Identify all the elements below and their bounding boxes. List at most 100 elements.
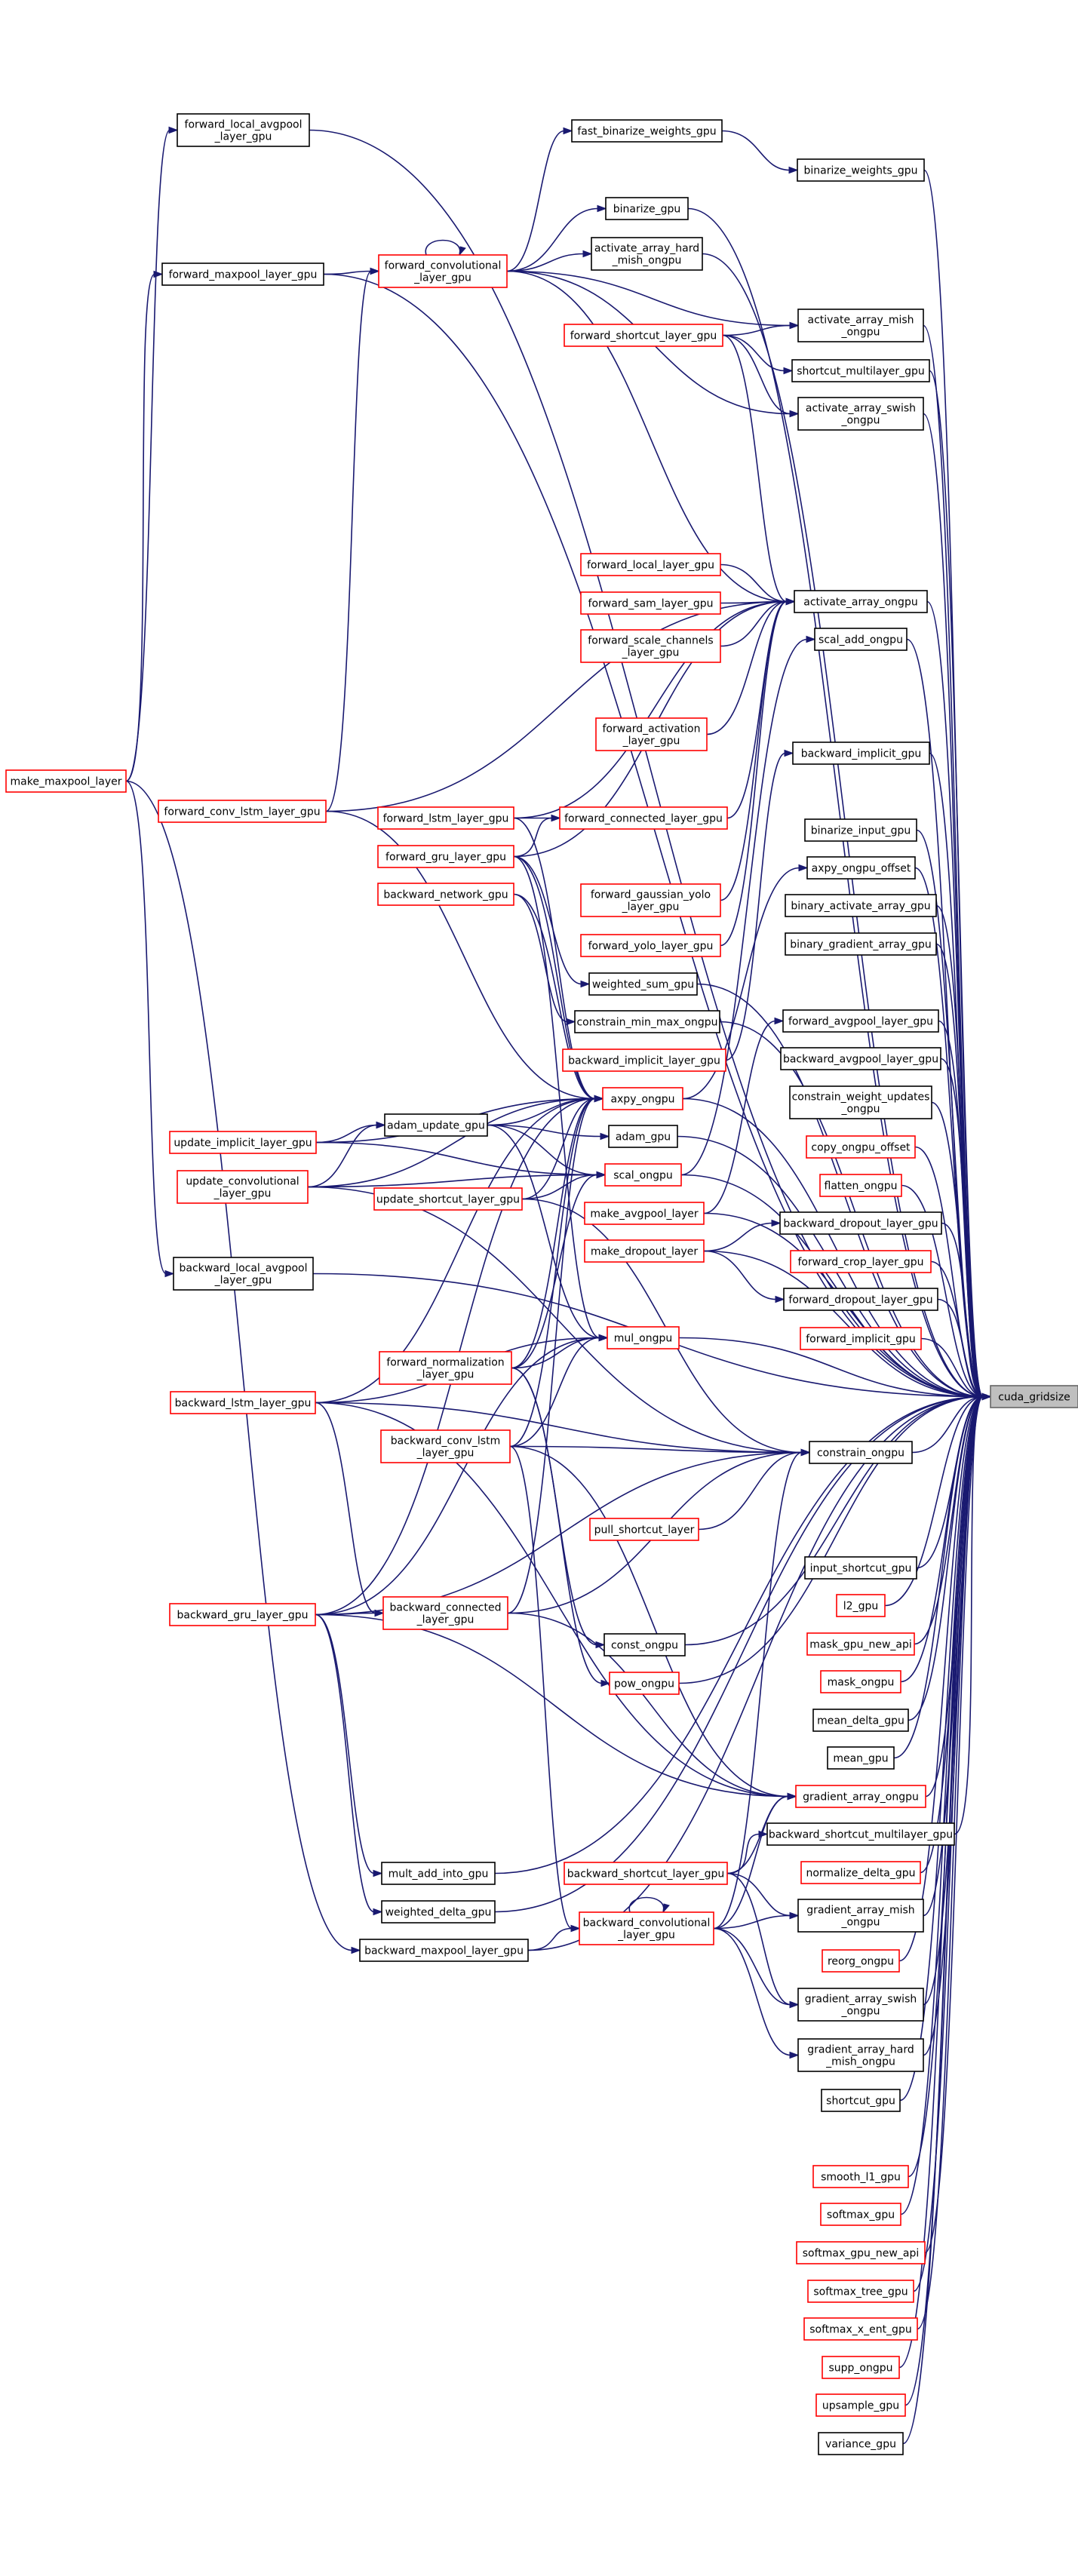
node-box[interactable]: [779, 1211, 942, 1235]
node-update-convolutional-layer-gpu[interactable]: update_convolutional_layer_gpu: [177, 1170, 309, 1204]
node-box[interactable]: [804, 1556, 917, 1580]
node-box[interactable]: [792, 741, 930, 765]
node-make-dropout-layer[interactable]: make_dropout_layer: [584, 1239, 705, 1263]
node-box[interactable]: [797, 1988, 924, 2022]
node-box[interactable]: [822, 2356, 900, 2379]
node-constrain-weight-updates-ongpu[interactable]: constrain_weight_updates_ongpu: [789, 1085, 932, 1119]
node-binary-gradient-array-gpu[interactable]: binary_gradient_array_gpu: [785, 932, 937, 956]
node-adam-gpu[interactable]: adam_gpu: [608, 1125, 678, 1148]
node-box[interactable]: [584, 1202, 705, 1225]
node-box[interactable]: [564, 324, 723, 347]
node-box[interactable]: [580, 934, 721, 957]
node-input-shortcut-gpu[interactable]: input_shortcut_gpu: [804, 1556, 917, 1580]
node-box[interactable]: [580, 553, 721, 576]
node-box[interactable]: [170, 1391, 316, 1414]
node-box[interactable]: [574, 1010, 720, 1033]
node-backward-convolutional-layer-gpu[interactable]: backward_convolutional_layer_gpu: [579, 1911, 714, 1945]
node-mask-ongpu[interactable]: mask_ongpu: [820, 1670, 901, 1693]
node-smooth-l1-gpu[interactable]: smooth_l1_gpu: [812, 2165, 909, 2188]
node-box[interactable]: [818, 2432, 904, 2455]
node-axpy-ongpu[interactable]: axpy_ongpu: [602, 1087, 683, 1110]
node-l2-gpu[interactable]: l2_gpu: [836, 1594, 886, 1617]
node-activate-array-hard-mish-ongpu[interactable]: activate_array_hard_mish_ongpu: [591, 237, 703, 271]
node-constrain-min-max-ongpu[interactable]: constrain_min_max_ongpu: [574, 1010, 720, 1033]
node-box[interactable]: [836, 1594, 886, 1617]
node-box[interactable]: [377, 883, 514, 906]
node-update-shortcut-layer-gpu[interactable]: update_shortcut_layer_gpu: [373, 1187, 523, 1211]
node-box[interactable]: [5, 769, 127, 793]
node-pull-shortcut-layer[interactable]: pull_shortcut_layer: [589, 1518, 699, 1541]
node-forward-sam-layer-gpu[interactable]: forward_sam_layer_gpu: [580, 591, 721, 615]
node-box[interactable]: [177, 113, 310, 147]
node-binarize-weights-gpu[interactable]: binarize_weights_gpu: [797, 158, 925, 182]
node-box[interactable]: [822, 1949, 900, 1973]
node-forward-local-avgpool-layer-gpu[interactable]: forward_local_avgpool_layer_gpu: [177, 113, 310, 147]
node-forward-normalization-layer-gpu[interactable]: forward_normalization_layer_gpu: [379, 1351, 512, 1385]
node-backward-network-gpu[interactable]: backward_network_gpu: [377, 883, 514, 906]
node-box[interactable]: [169, 1131, 317, 1154]
node-box[interactable]: [559, 806, 728, 830]
node-binary-activate-array-gpu[interactable]: binary_activate_array_gpu: [785, 894, 937, 917]
node-mask-gpu-new-api[interactable]: mask_gpu_new_api: [806, 1632, 915, 1656]
node-box[interactable]: [789, 1085, 932, 1119]
node-box[interactable]: [819, 1174, 902, 1197]
node-box[interactable]: [800, 1861, 921, 1884]
node-box[interactable]: [797, 1899, 924, 1933]
node-box[interactable]: [381, 1862, 496, 1885]
node-forward-yolo-layer-gpu[interactable]: forward_yolo_layer_gpu: [580, 934, 721, 957]
node-adam-update-gpu[interactable]: adam_update_gpu: [384, 1113, 488, 1137]
node-box[interactable]: [377, 806, 514, 830]
node-box[interactable]: [796, 2241, 926, 2264]
node-box[interactable]: [794, 590, 928, 613]
node-box[interactable]: [588, 972, 698, 996]
node-box[interactable]: [173, 1257, 314, 1291]
node-forward-maxpool-layer-gpu[interactable]: forward_maxpool_layer_gpu: [161, 263, 324, 286]
node-supp-ongpu[interactable]: supp_ongpu: [822, 2356, 900, 2379]
node-flatten-ongpu[interactable]: flatten_ongpu: [819, 1174, 902, 1197]
node-box[interactable]: [806, 856, 916, 880]
node-box[interactable]: [804, 818, 917, 842]
node-mult-add-into-gpu[interactable]: mult_add_into_gpu: [381, 1862, 496, 1885]
node-box[interactable]: [579, 1911, 714, 1945]
node-box[interactable]: [766, 1822, 955, 1846]
node-backward-maxpool-layer-gpu[interactable]: backward_maxpool_layer_gpu: [359, 1939, 529, 1962]
node-mul-ongpu[interactable]: mul_ongpu: [607, 1326, 680, 1349]
node-softmax-tree-gpu[interactable]: softmax_tree_gpu: [807, 2280, 914, 2303]
node-update-implicit-layer-gpu[interactable]: update_implicit_layer_gpu: [169, 1131, 317, 1154]
node-box[interactable]: [782, 1009, 939, 1033]
node-backward-lstm-layer-gpu[interactable]: backward_lstm_layer_gpu: [170, 1391, 316, 1414]
node-constrain-ongpu[interactable]: constrain_ongpu: [809, 1441, 913, 1464]
node-backward-gru-layer-gpu[interactable]: backward_gru_layer_gpu: [169, 1603, 316, 1626]
node-fast-binarize-weights-gpu[interactable]: fast_binarize_weights_gpu: [571, 119, 723, 143]
node-backward-local-avgpool-layer-gpu[interactable]: backward_local_avgpool_layer_gpu: [173, 1257, 314, 1291]
node-box[interactable]: [814, 628, 908, 651]
node-box[interactable]: [382, 1596, 508, 1630]
node-box[interactable]: [791, 359, 930, 382]
node-activate-array-swish-ongpu[interactable]: activate_array_swish_ongpu: [797, 397, 924, 431]
node-box[interactable]: [607, 1326, 680, 1349]
node-backward-avgpool-layer-gpu[interactable]: backward_avgpool_layer_gpu: [780, 1047, 941, 1070]
node-box[interactable]: [580, 591, 721, 615]
node-box[interactable]: [562, 1049, 726, 1072]
node-box[interactable]: [800, 1327, 922, 1350]
node-scal-ongpu[interactable]: scal_ongpu: [604, 1163, 682, 1187]
node-forward-conv-lstm-layer-gpu[interactable]: forward_conv_lstm_layer_gpu: [158, 800, 327, 823]
node-box[interactable]: [797, 309, 924, 342]
node-binarize-gpu[interactable]: binarize_gpu: [605, 197, 689, 220]
node-shortcut-gpu[interactable]: shortcut_gpu: [821, 2089, 901, 2112]
node-box[interactable]: [608, 1125, 678, 1148]
node-shortcut-multilayer-gpu[interactable]: shortcut_multilayer_gpu: [791, 359, 930, 382]
node-forward-activation-layer-gpu[interactable]: forward_activation_layer_gpu: [595, 717, 708, 751]
node-forward-connected-layer-gpu[interactable]: forward_connected_layer_gpu: [559, 806, 728, 830]
node-const-ongpu[interactable]: const_ongpu: [603, 1633, 686, 1656]
node-forward-dropout-layer-gpu[interactable]: forward_dropout_layer_gpu: [783, 1288, 938, 1311]
node-box[interactable]: [812, 1709, 909, 1732]
node-upsample-gpu[interactable]: upsample_gpu: [815, 2393, 906, 2417]
node-box[interactable]: [605, 197, 689, 220]
node-softmax-gpu[interactable]: softmax_gpu: [820, 2203, 901, 2226]
node-make-avgpool-layer[interactable]: make_avgpool_layer: [584, 1202, 705, 1225]
node-box[interactable]: [812, 2165, 909, 2188]
node-mean-delta-gpu[interactable]: mean_delta_gpu: [812, 1709, 909, 1732]
node-axpy-ongpu-offset[interactable]: axpy_ongpu_offset: [806, 856, 916, 880]
node-box[interactable]: [580, 629, 721, 663]
